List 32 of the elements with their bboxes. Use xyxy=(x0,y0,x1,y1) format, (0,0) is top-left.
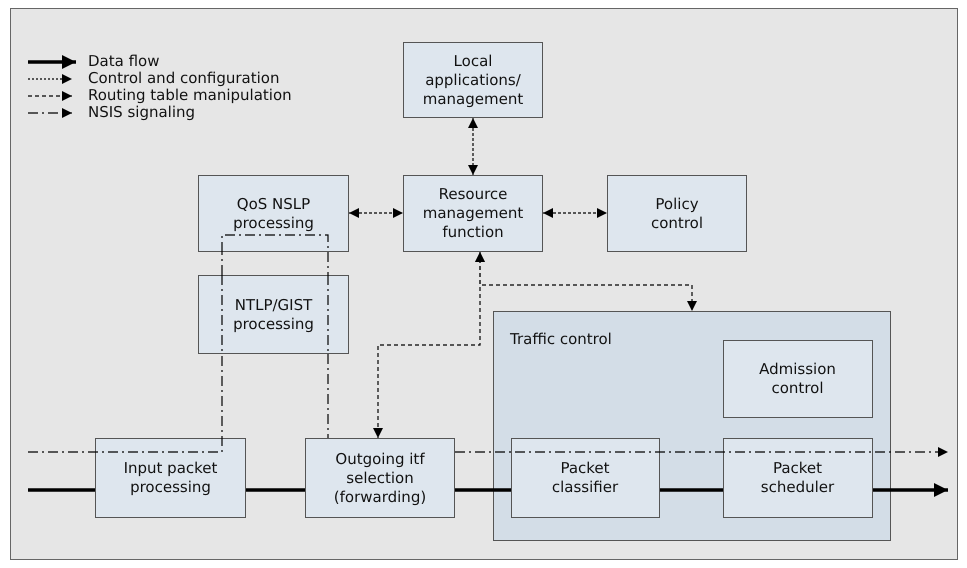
connector-arrow xyxy=(543,208,607,218)
box-label: Packet scheduler xyxy=(760,458,836,496)
legend-label: NSIS signaling xyxy=(88,104,196,121)
legend-label: Data flow xyxy=(88,53,160,70)
connector-arrow xyxy=(455,447,948,457)
process-box xyxy=(95,438,246,518)
connector-arrow xyxy=(373,252,485,438)
process-box xyxy=(198,275,349,354)
legend-label: Control and configuration xyxy=(88,70,280,87)
box-label: Packet classifier xyxy=(550,458,620,496)
box-label: Admission control xyxy=(758,360,837,398)
box-label: Outgoing itf selection (forwarding) xyxy=(332,450,428,506)
box-label: Local applications/ management xyxy=(422,52,524,108)
connector-arrow xyxy=(873,483,948,497)
box-label: Policy control xyxy=(650,194,704,232)
connector-arrow xyxy=(349,208,403,218)
box-label: QoS NSLP processing xyxy=(232,194,315,232)
connector-arrow xyxy=(468,118,478,175)
box-label: NTLP/GIST processing xyxy=(232,296,315,334)
process-box xyxy=(607,175,747,252)
process-box xyxy=(403,175,543,252)
box-label: Resource management function xyxy=(422,185,524,242)
process-box xyxy=(722,438,872,518)
process-box xyxy=(403,42,543,118)
process-box xyxy=(198,175,349,252)
process-box xyxy=(510,438,660,518)
group-title: Traffic control xyxy=(510,330,612,349)
process-box xyxy=(305,438,455,518)
legend-label: Routing table manipulation xyxy=(88,87,292,104)
process-box xyxy=(722,340,872,418)
box-label: Input packet processing xyxy=(122,459,218,497)
group-panel xyxy=(493,311,891,541)
